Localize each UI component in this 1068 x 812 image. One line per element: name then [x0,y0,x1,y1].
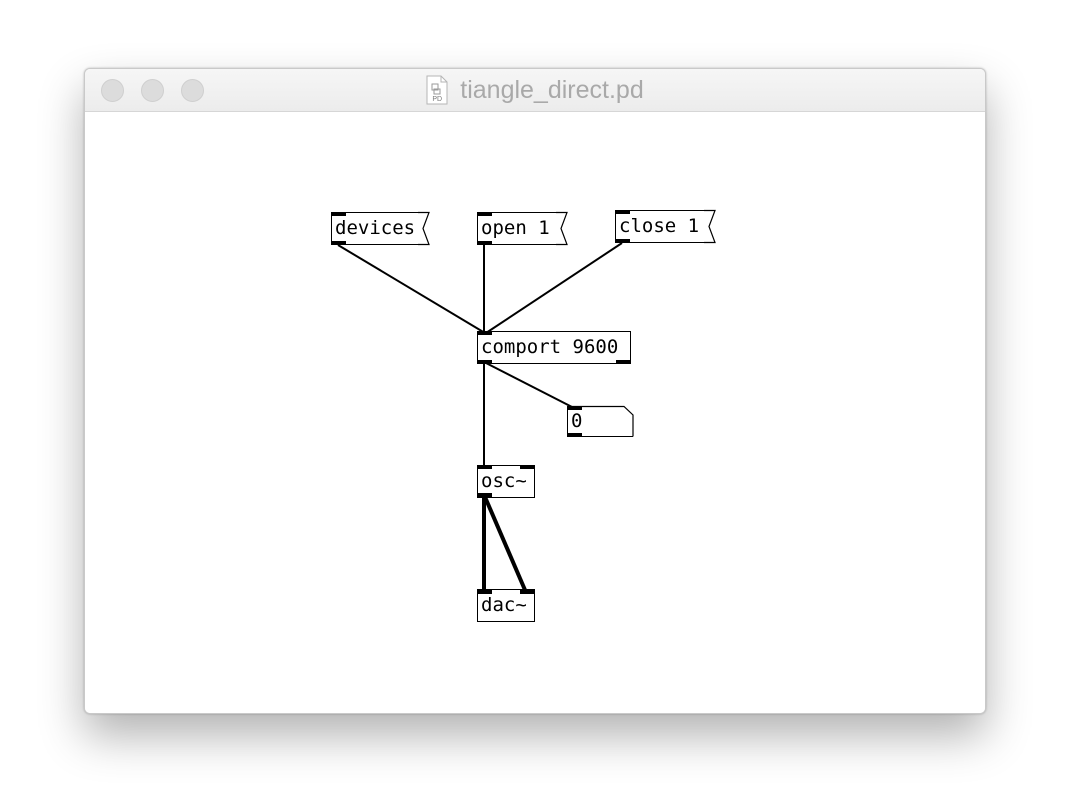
close-window-button[interactable] [101,79,124,102]
outlet[interactable] [478,241,492,245]
signal-outlet[interactable] [478,493,492,498]
window-title: tiangle_direct.pd [460,75,644,104]
outlet-right[interactable] [616,360,630,364]
message-close-label: close 1 [619,215,700,237]
inlet[interactable] [478,331,492,335]
inlet[interactable] [568,406,582,410]
object-osc-label: osc~ [481,470,527,492]
object-dac[interactable]: dac~ [477,589,535,622]
cord-close-to-comport [485,242,623,334]
cord-devices-to-comport [337,244,486,334]
cord-osc-to-dac-right [483,496,527,591]
inlet[interactable] [478,465,492,469]
signal-inlet-left[interactable] [478,589,492,594]
number-box-outline [567,405,634,437]
pd-patch-window: PD tiangle_direct.pd devices open 1 [84,68,986,714]
message-devices-label: devices [335,217,416,239]
message-open-label: open 1 [481,217,550,239]
object-osc[interactable]: osc~ [477,465,535,498]
signal-inlet-right[interactable] [520,589,534,594]
inlet[interactable] [332,212,346,216]
cord-comport-to-number [485,362,575,409]
message-flag-shape [418,211,430,246]
inlet[interactable] [616,210,630,214]
message-open[interactable]: open 1 [477,211,568,246]
outlet[interactable] [332,241,346,245]
patch-canvas[interactable]: devices open 1 close 1 comport 9600 [85,112,985,713]
number-box-value[interactable]: 0 [571,410,583,432]
title-bar[interactable]: PD tiangle_direct.pd [85,69,985,112]
outlet[interactable] [478,360,492,364]
object-comport-label: comport 9600 [481,336,619,358]
number-box[interactable]: 0 [567,405,634,437]
minimize-window-button[interactable] [141,79,164,102]
inlet[interactable] [478,212,492,216]
outlet[interactable] [616,239,630,243]
inlet-right[interactable] [520,465,534,469]
pd-file-icon: PD [426,75,448,105]
file-icon-label: PD [432,96,443,103]
object-comport[interactable]: comport 9600 [477,331,631,364]
window-title-area: PD tiangle_direct.pd [85,69,985,111]
message-flag-shape [556,211,568,246]
message-flag-shape [704,209,716,244]
patch-cords [337,242,623,591]
object-dac-label: dac~ [481,594,527,616]
message-devices[interactable]: devices [331,211,430,246]
outlet[interactable] [568,433,582,437]
zoom-window-button[interactable] [181,79,204,102]
message-close[interactable]: close 1 [615,209,716,244]
